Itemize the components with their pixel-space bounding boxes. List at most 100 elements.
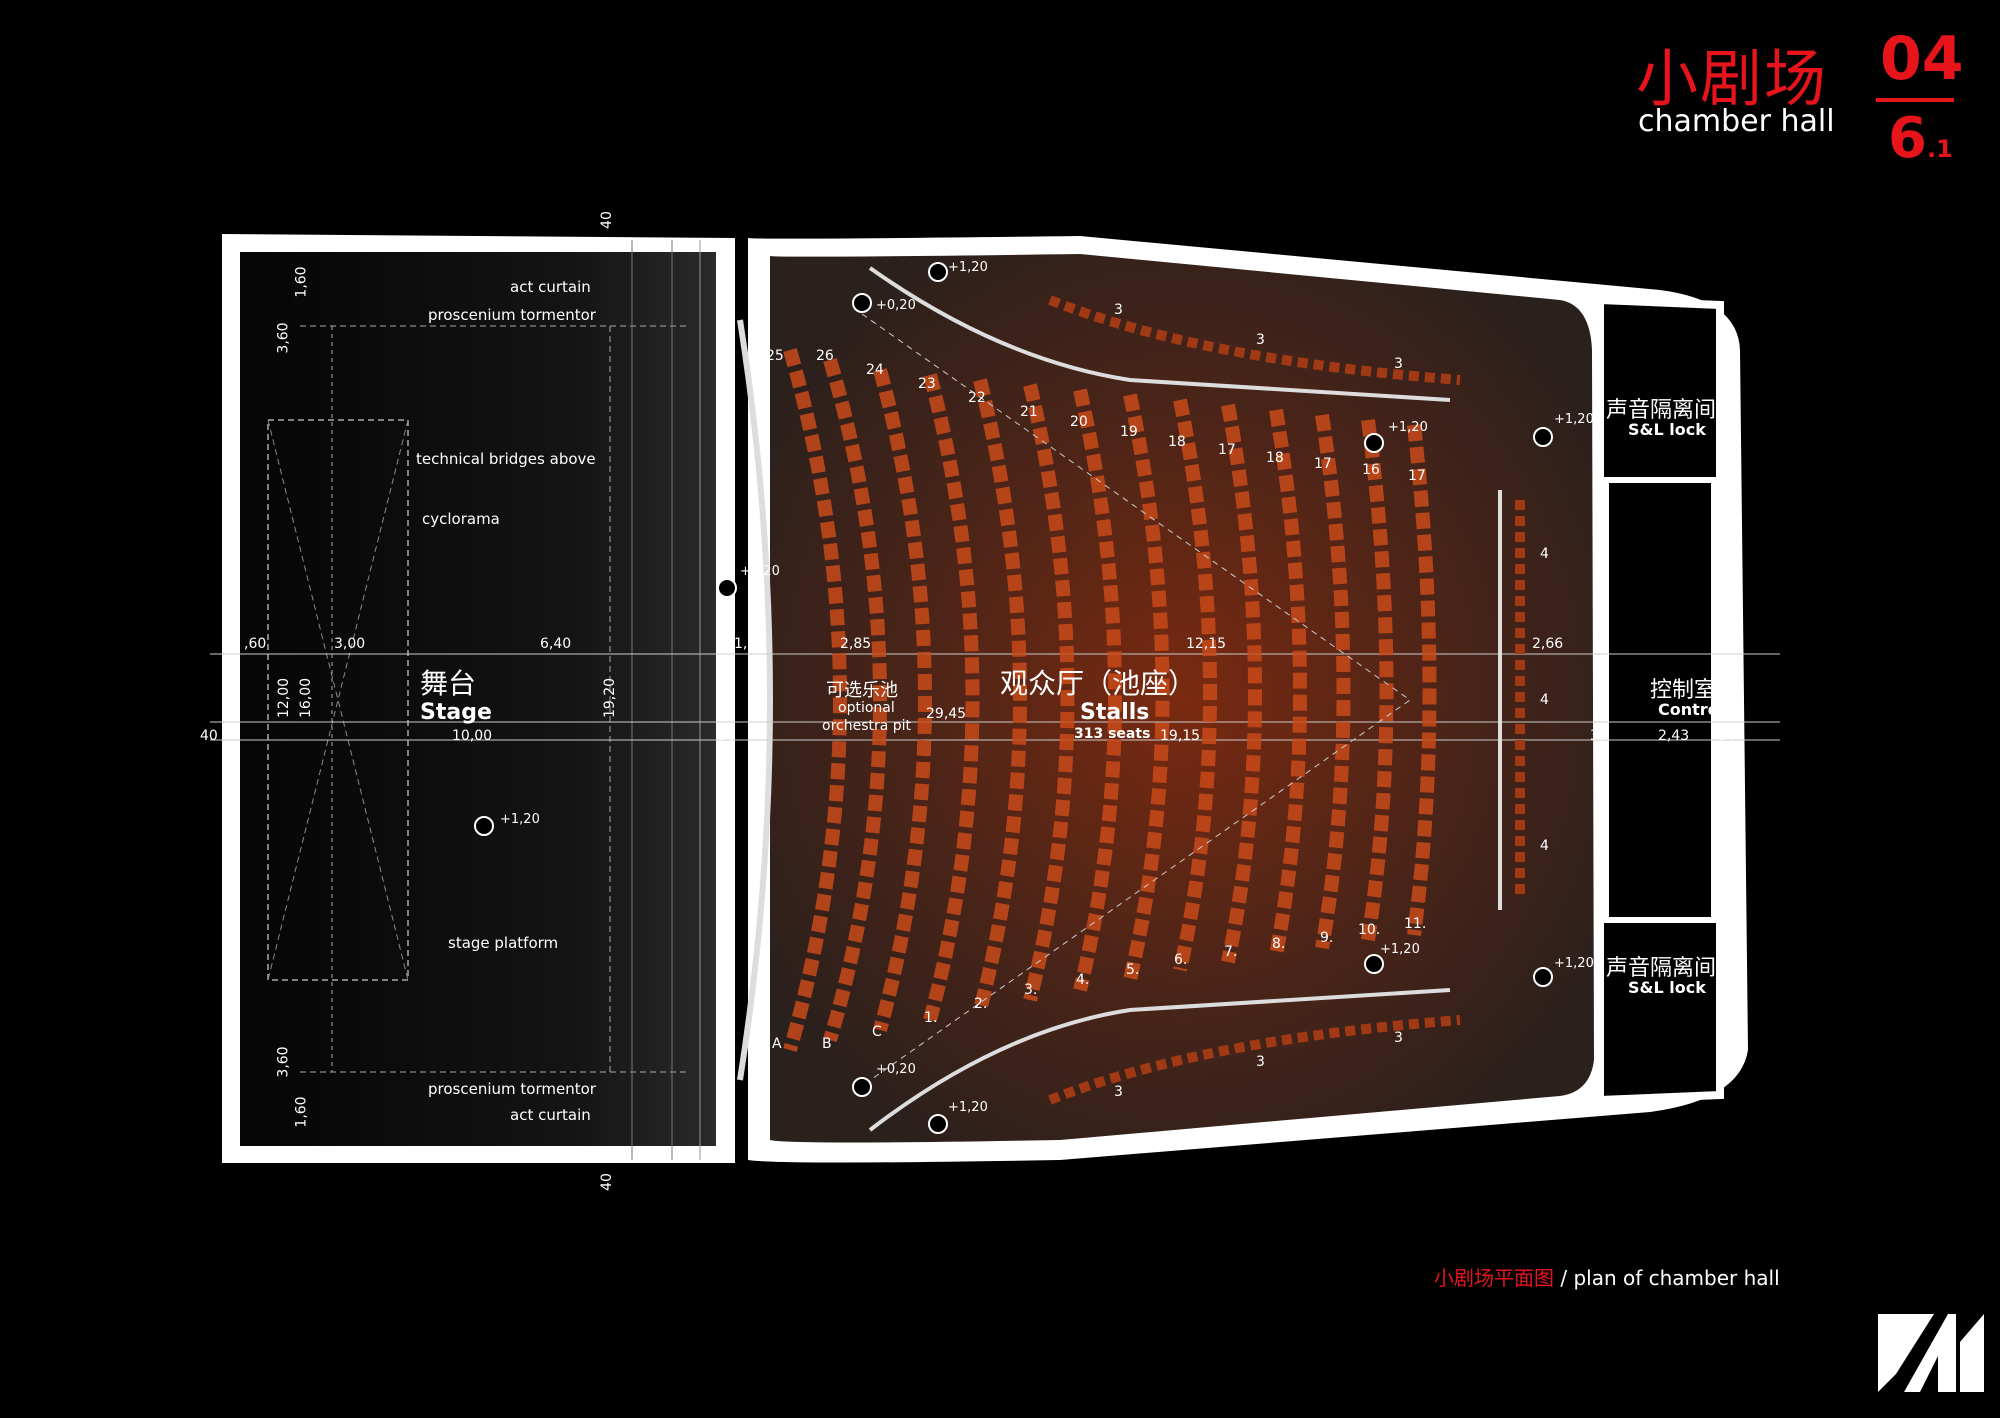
gallery-bottom <box>868 988 1451 1132</box>
dim-1915: 19,15 <box>1160 728 1201 744</box>
dim-40-bottom: 40 <box>598 1173 615 1191</box>
row-label: 26 <box>816 348 834 364</box>
row-label: B <box>822 1036 832 1052</box>
dim-179: 1,79 <box>734 636 766 652</box>
lock-top-en: S&L lock <box>1628 420 1706 439</box>
box-count-3: 3 <box>1394 356 1403 372</box>
dim-40-top: 40 <box>598 211 615 229</box>
logo-mark <box>1878 1314 1984 1392</box>
row-label: 19 <box>1120 424 1138 440</box>
row-label: 16 <box>1362 462 1380 478</box>
row-label: 22 <box>968 390 986 406</box>
caption-en: / plan of chamber hall <box>1554 1266 1780 1290</box>
level-bottom-1: +0,20 <box>876 1062 916 1077</box>
pit-label-en-1: optional <box>838 700 895 716</box>
dim-30-right: 30 <box>1718 728 1736 744</box>
row-label: 21 <box>1020 404 1038 420</box>
row-label: 4. <box>1076 972 1090 988</box>
pit-label-cn: 可选乐池 <box>826 680 898 701</box>
stage-label-cn: 舞台 <box>420 667 477 700</box>
title-english: chamber hall <box>1638 104 1835 139</box>
dim-266: 2,66 <box>1532 636 1564 652</box>
stalls-label-en: Stalls <box>1080 700 1150 725</box>
section-divider <box>1876 98 1954 102</box>
level-stage: +1,20 <box>500 812 540 827</box>
gallery-top <box>868 266 1451 402</box>
row-label: 11. <box>1404 916 1427 932</box>
level-top-1: +0,20 <box>876 298 916 313</box>
dim-285: 2,85 <box>840 636 872 652</box>
proscenium-tormentor-bottom: proscenium tormentor <box>428 1080 596 1098</box>
dim-35: 35 <box>1590 728 1608 744</box>
lock-door-bottom <box>1718 973 1737 1037</box>
row-label: A <box>772 1036 782 1052</box>
row-label: 17 <box>1314 456 1332 472</box>
proscenium-edge <box>737 319 773 1081</box>
level-top-2: +1,20 <box>948 260 988 275</box>
cyclorama: cyclorama <box>422 510 500 528</box>
proscenium-tormentor-top: proscenium tormentor <box>428 306 596 324</box>
technical-bridges: technical bridges above <box>416 450 596 468</box>
caption-cn: 小剧场平面图 <box>1434 1266 1554 1290</box>
dim-243: 2,43 <box>1658 728 1690 744</box>
box-count-4: 4 <box>1540 692 1549 708</box>
dim-30-left: 30 <box>718 728 736 744</box>
plan-caption: 小剧场平面图 / plan of chamber hall <box>1434 1262 1780 1291</box>
row-label: 18 <box>1266 450 1284 466</box>
box-count-3: 3 <box>1394 1030 1403 1046</box>
stalls-label-cn: 观众厅（池座） <box>1000 667 1197 700</box>
row-label: 7. <box>1224 944 1238 960</box>
box-count-3: 3 <box>1256 332 1265 348</box>
control-label-cn: 控制室 <box>1650 678 1717 703</box>
row-label: 10. <box>1358 922 1381 938</box>
dim-160-bottom: 1,60 <box>293 1096 310 1128</box>
act-curtain-top: act curtain <box>510 278 591 296</box>
box-count-3: 3 <box>1256 1054 1265 1070</box>
dim-360-bottom: 3,60 <box>275 1046 292 1078</box>
row-label: 17 <box>1408 468 1426 484</box>
lock-bottom-en: S&L lock <box>1628 978 1706 997</box>
subsection-number: 6.1 <box>1888 106 1953 171</box>
row-label: 24 <box>866 362 884 378</box>
hall-floor <box>770 254 1594 1143</box>
box-count-3: 3 <box>1114 302 1123 318</box>
dim-160-top: 1,60 <box>293 266 310 298</box>
row-label: 9. <box>1320 930 1334 946</box>
level-bottom-2: +1,20 <box>948 1100 988 1115</box>
section-number: 04 <box>1880 24 1964 94</box>
level-bottom-3: +1,20 <box>1380 942 1420 957</box>
stage-platform: stage platform <box>448 934 559 952</box>
row-label: 6. <box>1174 952 1188 968</box>
dim-60: ,60 <box>244 636 267 652</box>
dim-360-top: 3,60 <box>275 322 292 354</box>
pit-label-en-2: orchestra pit <box>822 718 912 734</box>
row-label: 5. <box>1126 962 1140 978</box>
row-label: 1. <box>924 1010 938 1026</box>
lock-top-cn: 声音隔离间 <box>1606 398 1717 423</box>
box-count-4: 4 <box>1540 838 1549 854</box>
dim-1000: 10,00 <box>452 728 493 744</box>
row-label: C <box>872 1024 882 1040</box>
row-label: 3. <box>1024 982 1038 998</box>
gallery-seats <box>1048 295 1461 1105</box>
dim-1215: 12,15 <box>1186 636 1227 652</box>
level-top-4: +1,20 <box>1554 412 1594 427</box>
row-label: 20 <box>1070 414 1088 430</box>
level-markers <box>474 262 1553 1134</box>
box-count-3: 3 <box>1114 1084 1123 1100</box>
dim-1200: 12,00 <box>276 677 293 719</box>
dim-1920: 19,20 <box>602 677 619 719</box>
stage-house <box>240 252 716 1146</box>
stalls-seat-count: 313 seats <box>1074 726 1151 742</box>
dim-2945: 29,45 <box>926 706 967 722</box>
level-stage-edge: +1,20 <box>740 564 780 579</box>
lock-bottom-cn: 声音隔离间 <box>1606 956 1717 981</box>
dim-300: 3,00 <box>334 636 366 652</box>
level-top-3: +1,20 <box>1388 420 1428 435</box>
za-logo <box>1876 1312 1986 1398</box>
control-label-en: Control <box>1658 700 1725 719</box>
lock-door-top <box>1718 358 1737 422</box>
row-label: 25 <box>766 348 784 364</box>
control-room <box>1603 477 1717 923</box>
